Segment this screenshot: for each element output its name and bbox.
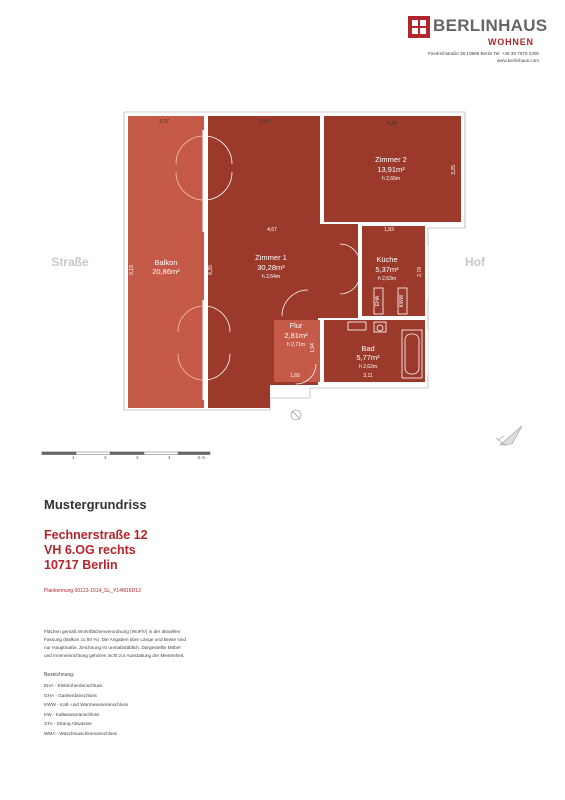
- street-label: Straße: [51, 255, 89, 269]
- north-arrow-icon: [495, 425, 523, 447]
- address-unit: VH 6.OG rechts: [44, 543, 136, 557]
- scale-bar: [41, 451, 211, 455]
- room-kueche: [362, 226, 425, 316]
- dimension-label: 1,83: [384, 227, 394, 233]
- dimension-label: 3,11: [363, 373, 373, 379]
- dimension-label: 1,65: [290, 373, 300, 379]
- scale-mark: 2: [104, 455, 107, 460]
- dimension-label: 2,27: [159, 119, 169, 125]
- room-zimmer-1-area: 30,28m²: [257, 263, 285, 272]
- company-address: Friedrichstraße 36 10969 Berlin Tel: +49…: [427, 51, 539, 56]
- brand-subtitle: WOHNEN: [488, 37, 534, 47]
- bathtub-icon: [401, 329, 423, 379]
- berlinhaus-logo-icon: [408, 16, 430, 38]
- room-zimmer-1: [208, 116, 358, 408]
- document-title: Mustergrundriss: [44, 497, 147, 512]
- interior-doors: [281, 243, 361, 385]
- dimension-label: 3,50: [259, 119, 269, 125]
- scale-mark: 1: [72, 455, 75, 460]
- room-zimmer-2-height: h 2,66m: [382, 176, 400, 182]
- room-kueche-area: 5,37m²: [375, 265, 399, 274]
- room-flur-name: Flur: [290, 321, 303, 330]
- room-flur-height: h 2,71m: [287, 342, 305, 348]
- room-zimmer-2: [324, 116, 461, 222]
- stair-icon: [290, 409, 302, 421]
- dimension-label: 2,78: [417, 267, 423, 277]
- address-city: 10717 Berlin: [44, 558, 118, 572]
- room-balkon-area: 20,86m²: [152, 267, 180, 276]
- room-balkon: [128, 116, 204, 408]
- room-bad-height: h 2,62m: [359, 364, 377, 370]
- room-flur-area: 2,81m²: [284, 331, 308, 340]
- room-zimmer-1-name: Zimmer 1: [255, 253, 287, 262]
- dimension-label: 1,94: [310, 343, 316, 353]
- room-zimmer-2-name: Zimmer 2: [375, 155, 407, 164]
- notes: Flächen gemäß Wohnflächenverordnung (WoF…: [44, 628, 224, 660]
- brand-name: BERLINHAUS: [433, 16, 548, 35]
- room-flur: [274, 320, 320, 382]
- room-bad-name: Bad: [361, 344, 374, 353]
- scale-mark: 3: [136, 455, 139, 460]
- legend-item: GHA - Gasherdanschluss: [44, 692, 97, 698]
- room-bad-area: 5,77m²: [356, 353, 380, 362]
- legend: EHA - Elektroherdanschluss GHA - Gasherd…: [44, 681, 128, 739]
- room-balkon-name: Balkon: [155, 258, 178, 267]
- sink-icon: [347, 321, 367, 331]
- plan-identifier: Plankennung 00123-1014_SL_Y14M16D13: [44, 588, 141, 594]
- legend-title: Bezeichnung:: [44, 672, 75, 678]
- fixture-kww-label: KWW: [399, 294, 405, 307]
- note-line: und Inneneinrichtung gehören nicht zur A…: [44, 653, 185, 658]
- note-line: Fassung (Balkon zu 50 %). Die Angaben üb…: [44, 637, 187, 642]
- legend-item: STA - Strang Abwasser: [44, 721, 93, 727]
- room-zimmer-2-area: 13,91m²: [377, 165, 405, 174]
- dimension-label: 3,25: [451, 165, 457, 175]
- floor-plan: Balkon 20,86m² Zimmer 1 30,28m² h 2,64m …: [41, 111, 523, 460]
- note-line: Flächen gemäß Wohnflächenverordnung (WoF…: [44, 629, 181, 634]
- note-line: nur Hauptmaße, Zeichnung ist unmaßstäbli…: [44, 645, 181, 650]
- company-website[interactable]: www.berlinhaus.com: [496, 58, 539, 63]
- dimension-label: 4,28: [387, 121, 397, 127]
- room-kueche-height: h 2,63m: [378, 276, 396, 282]
- toilet-icon: [373, 321, 387, 333]
- scale-mark: 5 m: [198, 455, 206, 460]
- room-kueche-name: Küche: [376, 255, 397, 264]
- balcony-doors: [175, 130, 233, 400]
- legend-item: EHA - Elektroherdanschluss: [44, 683, 103, 688]
- address-street: Fechnerstraße 12: [44, 528, 148, 542]
- room-zimmer-1-height: h 2,64m: [262, 274, 280, 280]
- scale-mark: 4: [168, 455, 171, 460]
- legend-item: KWW - Kalt- und Warmwasseranschluss: [44, 702, 129, 708]
- legend-item: KW - Kaltwasseranschluss: [44, 711, 100, 717]
- dimension-label: 9,19: [129, 265, 135, 275]
- fixture-eha-label: EHA: [375, 295, 381, 306]
- legend-item: WMA - Waschmaschinenanschluss: [44, 730, 118, 736]
- dimension-label: 8,20: [208, 265, 214, 275]
- court-label: Hof: [465, 255, 486, 269]
- dimension-label: 4,67: [267, 227, 277, 233]
